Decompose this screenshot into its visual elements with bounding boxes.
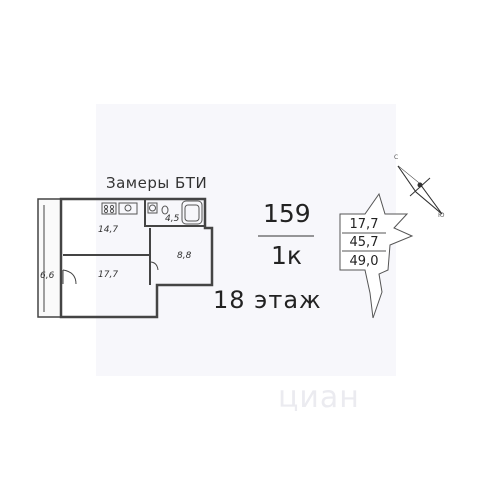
bathroom-walls xyxy=(144,199,205,227)
room-area-bathroom: 4,5 xyxy=(165,214,180,224)
floor-label: 18 этаж xyxy=(213,286,322,314)
compass-north: С xyxy=(394,154,399,161)
room-area-kitchen: 14,7 xyxy=(98,225,119,235)
area-total: 45,7 xyxy=(349,235,379,250)
area-living: 17,7 xyxy=(349,217,379,232)
stove-icon xyxy=(101,202,117,215)
room-area-bedroom: 17,7 xyxy=(98,270,119,280)
compass-icon xyxy=(397,165,443,215)
outer-walls xyxy=(59,197,214,319)
area-pointer xyxy=(339,192,414,319)
room-count: 1к xyxy=(271,241,303,270)
apartment-number: 159 xyxy=(263,199,311,228)
plan-caption: Замеры БТИ xyxy=(106,174,208,192)
room-area-balcony: 6,6 xyxy=(40,271,55,281)
bathtub-icon xyxy=(181,200,203,225)
sink-icon xyxy=(118,202,138,215)
area-total-with-balcony: 49,0 xyxy=(349,254,379,269)
bedroom-door xyxy=(62,269,77,285)
compass-south: Ю xyxy=(438,212,445,219)
hall-door xyxy=(149,261,159,271)
toilet-icon xyxy=(161,205,169,215)
balcony-outline xyxy=(37,198,62,318)
room-area-hall: 8,8 xyxy=(177,251,192,261)
watermark-text: циан xyxy=(278,380,360,415)
washer-icon xyxy=(147,202,158,214)
